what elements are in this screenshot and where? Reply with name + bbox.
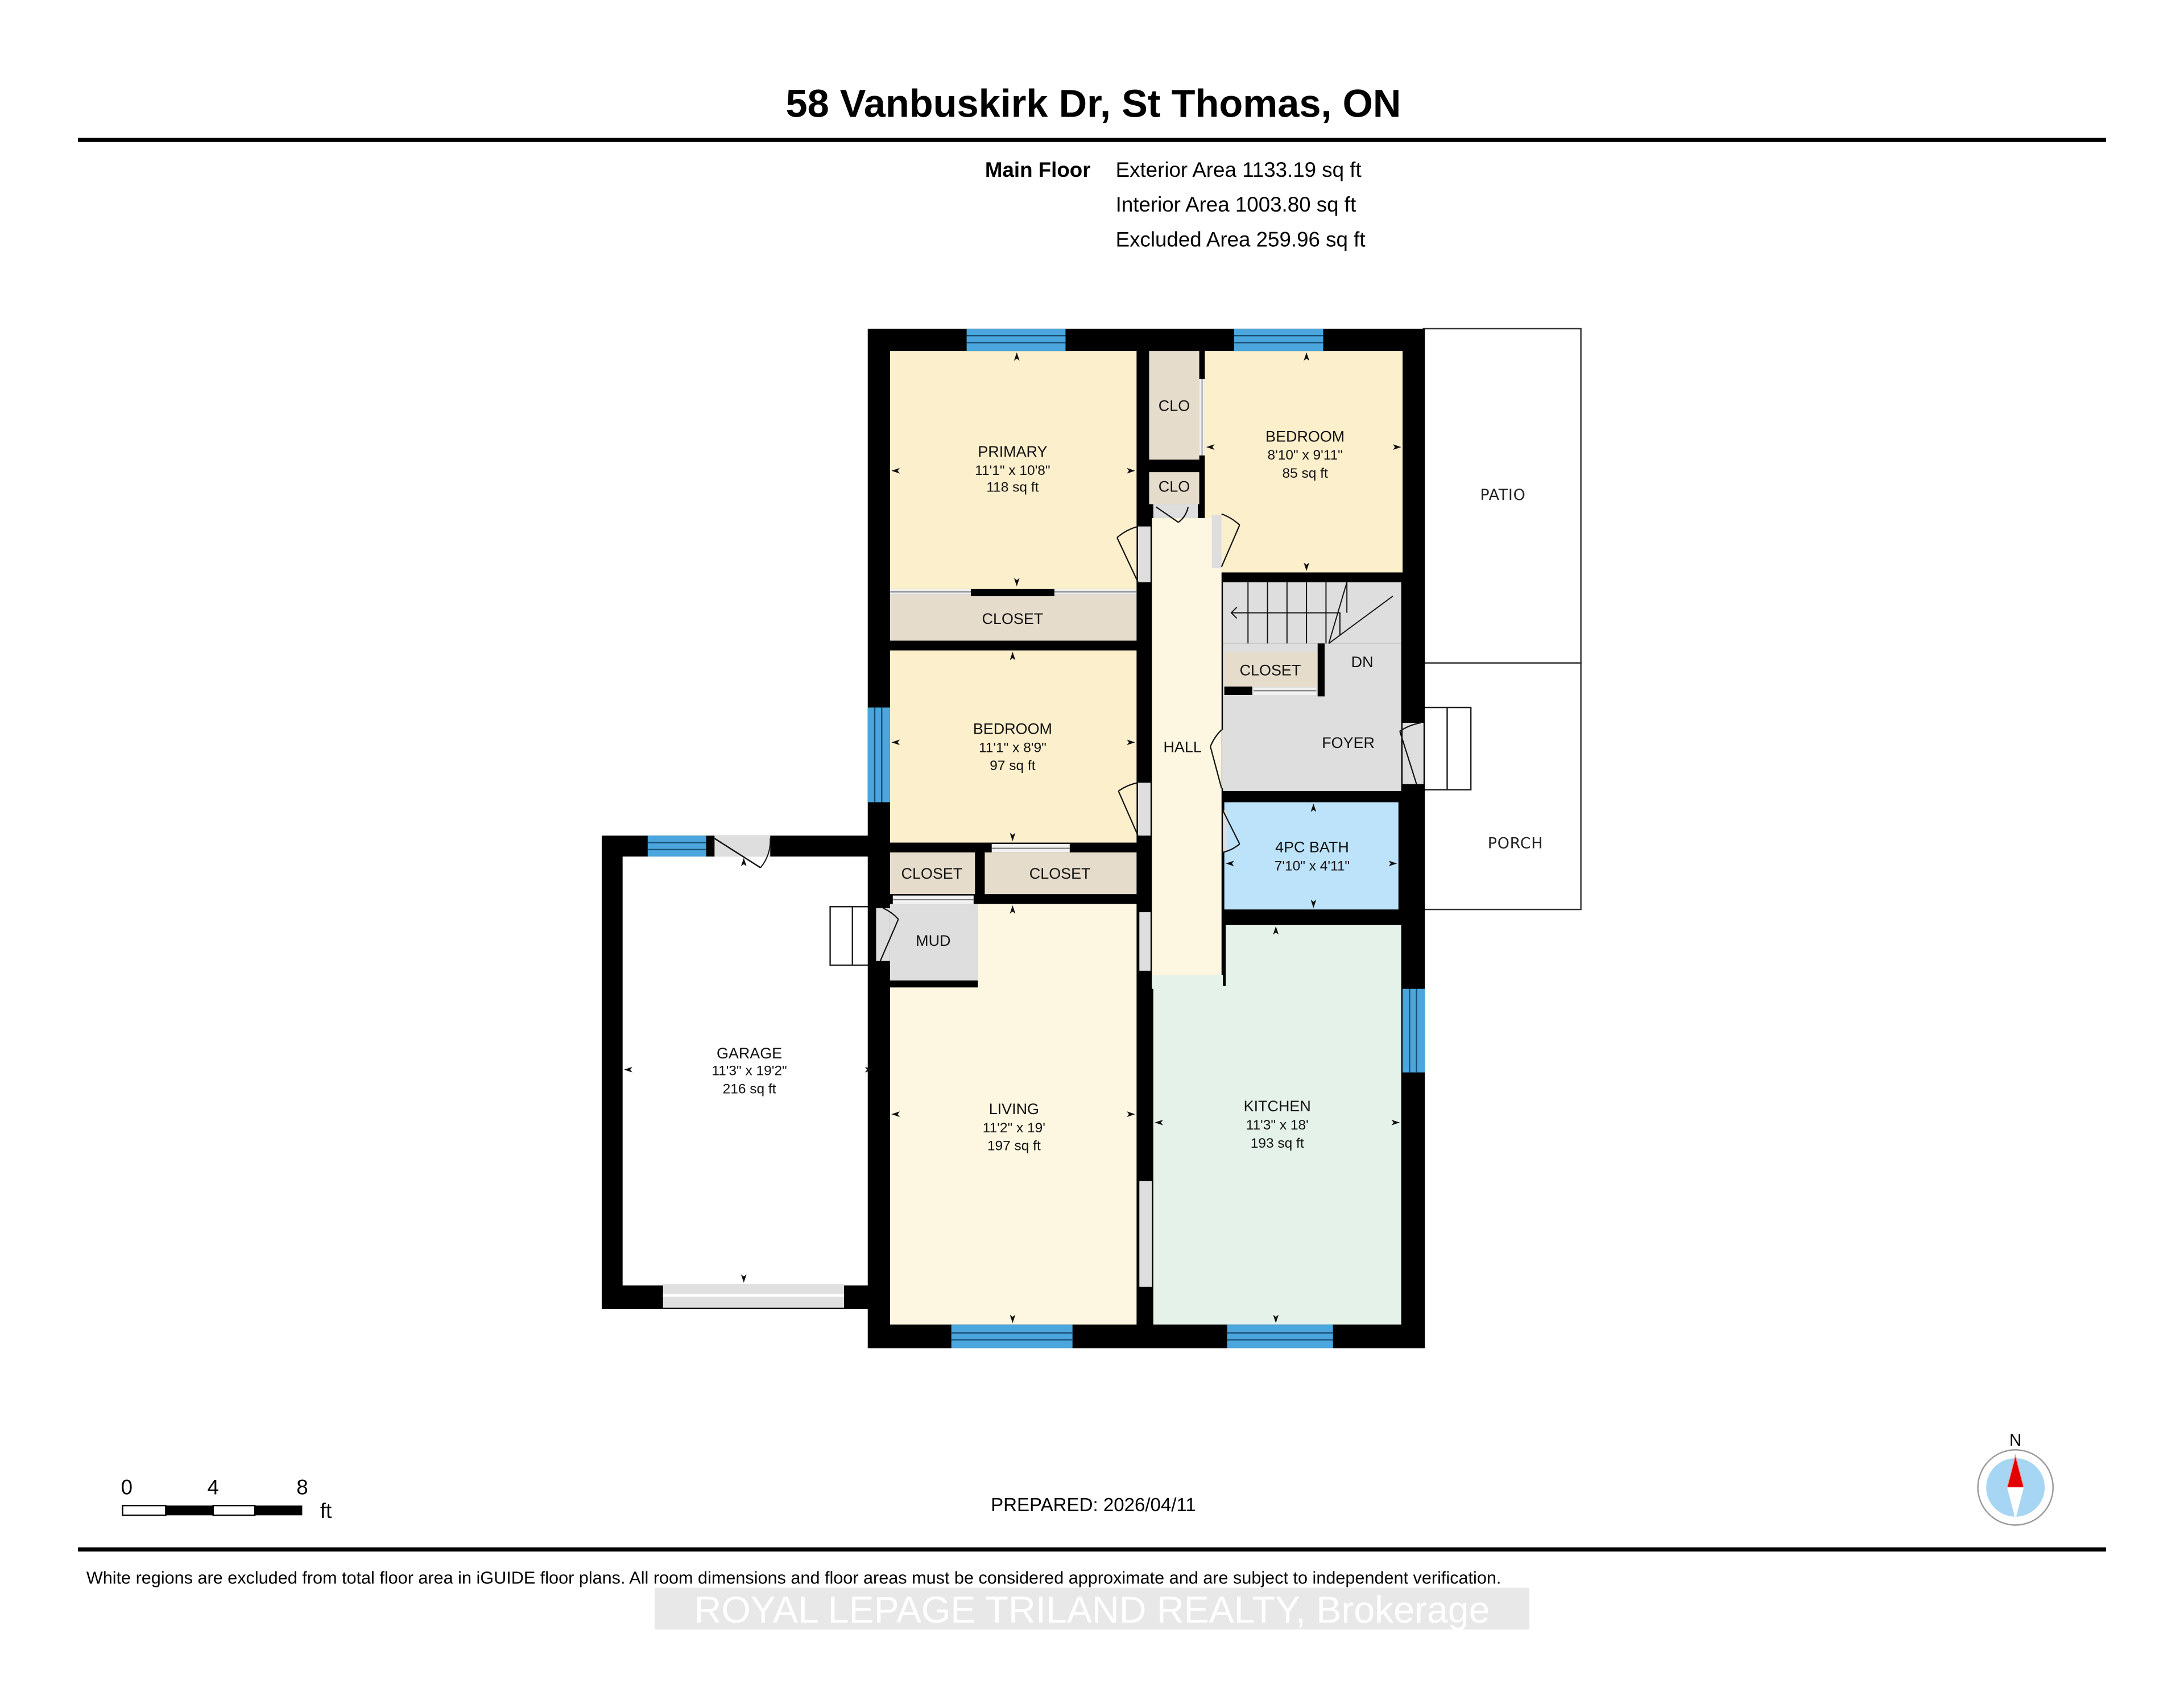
garage-area-value: 216 sq ft xyxy=(723,1081,776,1097)
compass-north-label: N xyxy=(2009,1431,2021,1450)
closet-doors[interactable] xyxy=(890,379,1317,904)
primary-dims: 11'1" x 10'8" xyxy=(975,463,1050,478)
garage-dims: 11'3" x 19'2" xyxy=(712,1064,787,1079)
closet-mud-label: CLOSET xyxy=(901,865,963,882)
prepared-date: PREPARED: 2026/04/11 xyxy=(991,1495,1196,1516)
bedroom-ne-dims: 8'10" x 9'11" xyxy=(1267,448,1342,463)
stair-treads xyxy=(1230,582,1393,644)
room-clo-upper[interactable] xyxy=(1149,351,1199,460)
door-bath xyxy=(1223,810,1227,853)
room-closet-mud[interactable] xyxy=(890,852,975,895)
scale-tick-4: 4 xyxy=(207,1476,218,1499)
scale-unit: ft xyxy=(320,1499,332,1522)
doors[interactable] xyxy=(876,504,1424,962)
bath-dims: 7'10" x 4'11" xyxy=(1275,859,1350,874)
door-bedroom-w xyxy=(1138,783,1151,836)
interior-area: Interior Area 1003.80 sq ft xyxy=(1116,193,1356,216)
window-bedroom-ne-north xyxy=(1234,328,1323,351)
room-closet-bed[interactable] xyxy=(985,852,1137,895)
scale-bar: 0 4 8 ft xyxy=(121,1476,332,1523)
hall-label: HALL xyxy=(1164,738,1202,755)
disclaimer: White regions are excluded from total fl… xyxy=(86,1568,1502,1587)
room-living[interactable] xyxy=(890,904,1137,1325)
garage-window xyxy=(647,835,706,857)
window-living-south xyxy=(951,1324,1073,1348)
door-bedroom-ne xyxy=(1211,515,1222,569)
dimension-arrows xyxy=(624,352,1401,1323)
window-kitchen-south xyxy=(1227,1324,1333,1348)
compass-icon: N xyxy=(1977,1431,2054,1526)
clo-upper-label: CLO xyxy=(1159,397,1190,414)
living-dims: 11'2" x 19' xyxy=(983,1120,1045,1136)
living-area: 197 sq ft xyxy=(987,1139,1041,1154)
room-mud[interactable] xyxy=(890,904,978,980)
scale-tick-8: 8 xyxy=(296,1476,308,1499)
living-name: LIVING xyxy=(989,1100,1039,1118)
garage-name: GARAGE xyxy=(717,1045,782,1062)
scale-tick-0: 0 xyxy=(121,1476,133,1499)
room-labels: PRIMARY 11'1" x 10'8" 118 sq ft CLO CLO … xyxy=(901,397,1375,1153)
garage-side-door[interactable] xyxy=(714,835,771,857)
bath-name: 4PC BATH xyxy=(1275,839,1349,856)
patio-label: PATIO xyxy=(1480,486,1525,504)
door-clo-lower xyxy=(1153,504,1198,518)
room-bedroom-w[interactable] xyxy=(890,650,1137,843)
bedroom-w-area: 97 sq ft xyxy=(990,758,1035,773)
watermark: ROYAL LEPAGE TRILAND REALTY, Brokerage xyxy=(694,1589,1490,1631)
header-divider xyxy=(78,138,2106,142)
page-title: 58 Vanbuskirk Dr, St Thomas, ON xyxy=(785,82,1401,126)
bedroom-w-dims: 11'1" x 8'9" xyxy=(979,740,1046,755)
porch-label: PORCH xyxy=(1488,834,1544,852)
room-closet-foyer[interactable] xyxy=(1224,652,1318,687)
window-kitchen-east xyxy=(1403,988,1425,1073)
garage-area: GARAGE 11'3" x 19'2" 216 sq ft xyxy=(601,835,878,1309)
closet-primary-label: CLOSET xyxy=(982,610,1044,627)
room-primary[interactable] xyxy=(890,351,1137,589)
foyer-label: FOYER xyxy=(1322,734,1375,751)
excluded-area: Excluded Area 259.96 sq ft xyxy=(1116,227,1366,251)
door-foyer-hall xyxy=(1221,730,1226,789)
bedroom-ne-name: BEDROOM xyxy=(1265,428,1345,445)
primary-name: PRIMARY xyxy=(978,443,1047,460)
door-mud xyxy=(876,908,890,961)
closet-foyer-label: CLOSET xyxy=(1240,662,1301,679)
closet-bed-label: CLOSET xyxy=(1029,865,1091,882)
room-closet-primary[interactable] xyxy=(890,594,1137,641)
watermark-bg xyxy=(655,1587,1529,1630)
patio-area: PATIO xyxy=(1422,328,1582,664)
kitchen-area: 193 sq ft xyxy=(1251,1136,1304,1151)
footer-divider xyxy=(78,1547,2106,1552)
mud-label: MUD xyxy=(916,932,950,949)
room-kitchen[interactable] xyxy=(1153,925,1401,1325)
bedroom-ne-area: 85 sq ft xyxy=(1283,466,1328,481)
stairs-dn-label: DN xyxy=(1351,653,1374,671)
room-bath[interactable] xyxy=(1224,802,1399,910)
clo-lower-label: CLO xyxy=(1159,478,1190,495)
kitchen-dims: 11'3" x 18' xyxy=(1246,1118,1309,1133)
primary-area: 118 sq ft xyxy=(986,479,1039,495)
window-primary-north xyxy=(966,328,1066,351)
bedroom-w-name: BEDROOM xyxy=(973,721,1052,738)
door-primary xyxy=(1138,526,1151,582)
room-bedroom-ne[interactable] xyxy=(1205,351,1403,573)
porch-area: PORCH xyxy=(1422,662,1582,911)
window-bedroom-w-west xyxy=(867,708,890,802)
room-clo-lower[interactable] xyxy=(1149,472,1199,504)
floor-label: Main Floor xyxy=(985,158,1091,181)
kitchen-name: KITCHEN xyxy=(1244,1098,1311,1115)
windows xyxy=(867,328,1425,1348)
exterior-area: Exterior Area 1133.19 sq ft xyxy=(1116,158,1362,181)
room-hall[interactable] xyxy=(1152,518,1222,986)
